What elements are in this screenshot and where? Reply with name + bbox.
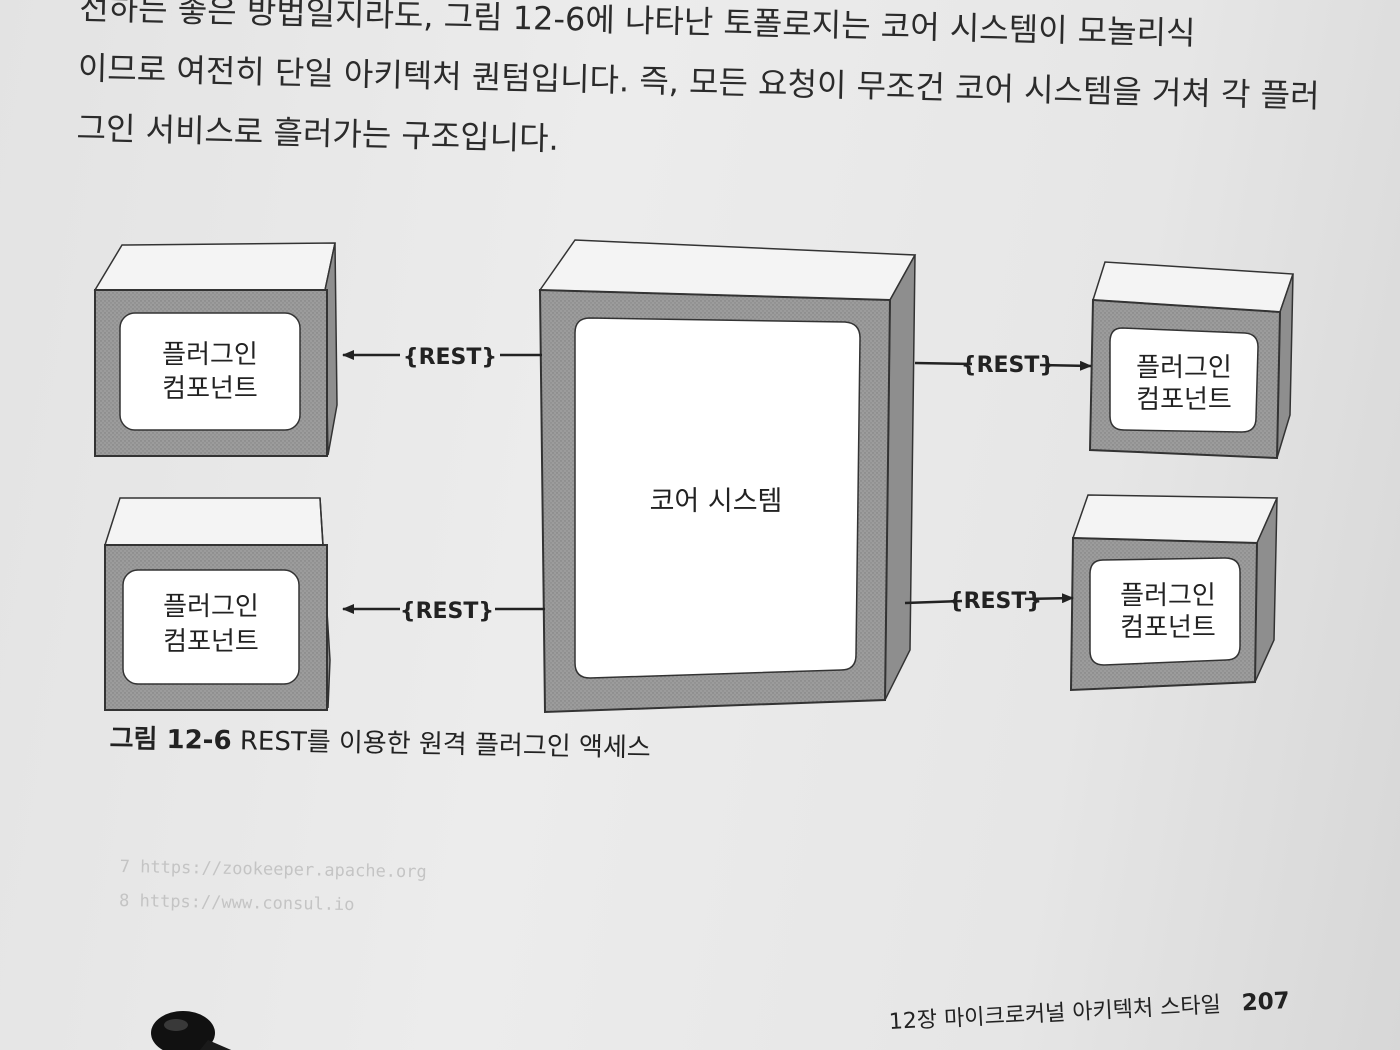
plugin-component-bottom-right: 플러그인 컴포넌트 — [1069, 494, 1279, 692]
footnote: 8 https://www.consul.io — [118, 890, 355, 916]
plugin-label-line2: 컴포넌트 — [1120, 613, 1216, 643]
footnote: 7 https://zookeeper.apache.org — [119, 856, 427, 883]
footnotes: 7 https://zookeeper.apache.org 8 https:/… — [119, 850, 427, 923]
plugin-label-line2: 컴포넌트 — [163, 627, 259, 657]
plugin-component-top-left: 플러그인 컴포넌트 — [93, 242, 338, 457]
pen-icon — [151, 1011, 232, 1050]
plugin-component-top-right: 플러그인 컴포넌트 — [1088, 261, 1295, 460]
page-number: 207 — [1241, 987, 1291, 1017]
plugin-label-line1: 플러그인 — [162, 340, 258, 370]
plugin-label-line1: 플러그인 — [1120, 581, 1216, 611]
rest-label: {REST} — [948, 589, 1042, 614]
core-system-label: 코어 시스템 — [650, 486, 783, 517]
plugin-label-line1: 플러그인 — [1136, 353, 1232, 383]
core-system: 코어 시스템 — [538, 239, 917, 714]
plugin-label-line2: 컴포넌트 — [1136, 385, 1232, 415]
plugin-label-line2: 컴포넌트 — [162, 374, 258, 404]
rest-connection-top-right: {REST} — [914, 353, 1092, 378]
rest-label: {REST} — [403, 345, 497, 370]
rest-connection-top-left: {REST} — [342, 345, 542, 370]
rest-connection-bottom-left: {REST} — [342, 599, 545, 624]
rest-label: {REST} — [961, 353, 1055, 378]
figure-number: 그림 12-6 — [109, 723, 232, 757]
rest-connection-bottom-right: {REST} — [904, 589, 1074, 614]
rest-label: {REST} — [400, 599, 494, 624]
plugin-component-bottom-left: 플러그인 컴포넌트 — [103, 497, 331, 711]
plugin-label-line1: 플러그인 — [163, 592, 259, 622]
figure-caption-text: REST를 이용한 원격 플러그인 액세스 — [239, 726, 651, 764]
